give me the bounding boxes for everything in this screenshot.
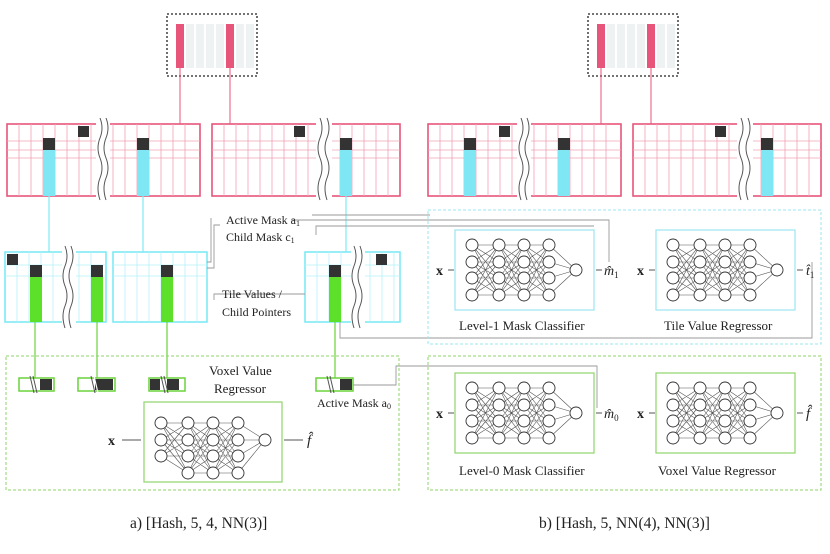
annotation-leaders-a: [207, 214, 430, 300]
active-mask-a0-label: Active Mask a0: [317, 396, 391, 411]
panel-b: x x x x m̂1 t̂1 m̂0 f̂ Level-1 Mask Clas…: [427, 13, 822, 532]
input-x-b2: x: [637, 264, 644, 279]
hash-table-a: [166, 13, 258, 124]
level0-leader-a: [353, 365, 598, 408]
voxel-brick-2: [77, 375, 116, 394]
level0-networks-frame: [427, 355, 822, 491]
input-x-a: x: [108, 434, 115, 449]
active-mask-a1-label: Active Mask a1: [226, 213, 300, 228]
level0-classifier-label: Level-0 Mask Classifier: [459, 463, 585, 478]
tile-regressor-label: Tile Value Regressor: [664, 318, 773, 333]
input-x-b3: x: [436, 407, 443, 422]
voxel-regressor-label-b: Voxel Value Regressor: [658, 463, 777, 478]
level1-networks-frame: [427, 209, 822, 345]
input-x-b4: x: [637, 407, 644, 422]
nn-level1-classifier: [465, 238, 583, 302]
level2-grid-left-a: [6, 117, 201, 202]
voxel-regressor-title-line2: Regressor: [214, 381, 267, 396]
level0-classifier-box: [454, 372, 595, 454]
level1-tile-mid-a: [112, 251, 208, 323]
tile-values-label-line1: Tile Values /: [222, 287, 283, 301]
hash-table-b: [587, 13, 679, 124]
output-m1: m̂1: [604, 264, 619, 280]
voxel-regressor-frame-a: [5, 355, 400, 491]
tile-values-label-line2: Child Pointers: [222, 305, 291, 319]
tile-regressor-box: [655, 229, 796, 311]
level2-grid-right-b: [632, 117, 822, 202]
nn-voxel-regressor-b: [666, 381, 784, 445]
hash-table-cells: [176, 24, 254, 68]
level1-classifier-box: [454, 229, 595, 311]
caption-a: a) [Hash, 5, 4, NN(3)]: [130, 515, 267, 532]
caption-b: b) [Hash, 5, NN(4), NN(3)]: [539, 515, 710, 532]
voxel-brick-3: [148, 375, 186, 394]
green-links-a: [34, 322, 336, 378]
output-f-b: f̂: [806, 405, 813, 422]
nn-edges-a: [160, 422, 266, 474]
nn-level0-classifier: [465, 381, 583, 445]
panel-a: x f̂ Voxel Value Regressor Active Mask a…: [4, 13, 813, 532]
voxel-brick-1: [18, 375, 55, 394]
cyan-links-a: [48, 196, 347, 252]
output-f-a: f̂: [307, 432, 314, 449]
output-t1: t̂1: [806, 264, 814, 280]
voxel-regressor-net-box-a: [143, 401, 283, 483]
hash-table-frame: [166, 13, 258, 77]
nn-tile-regressor: [666, 238, 784, 302]
voxel-regressor-title-line1: Voxel Value: [209, 363, 272, 378]
child-mask-c1-label: Child Mask c1: [226, 230, 295, 245]
voxel-bricks-a: [18, 375, 354, 394]
level1-leaders-a: [291, 219, 813, 339]
nn-nodes-a: [154, 416, 272, 480]
input-x-b1: x: [436, 264, 443, 279]
level2-grid-right-a: [211, 117, 401, 202]
level2-grid-left-b: [427, 117, 622, 202]
level1-classifier-label: Level-1 Mask Classifier: [459, 318, 585, 333]
voxel-regressor-box-b: [655, 372, 796, 454]
io-lines-b: [448, 269, 803, 414]
output-m0: m̂0: [604, 407, 619, 423]
level1-tile-right-a: [304, 245, 401, 329]
voxel-brick-4: [315, 375, 354, 394]
level1-tile-left-a: [4, 245, 107, 329]
